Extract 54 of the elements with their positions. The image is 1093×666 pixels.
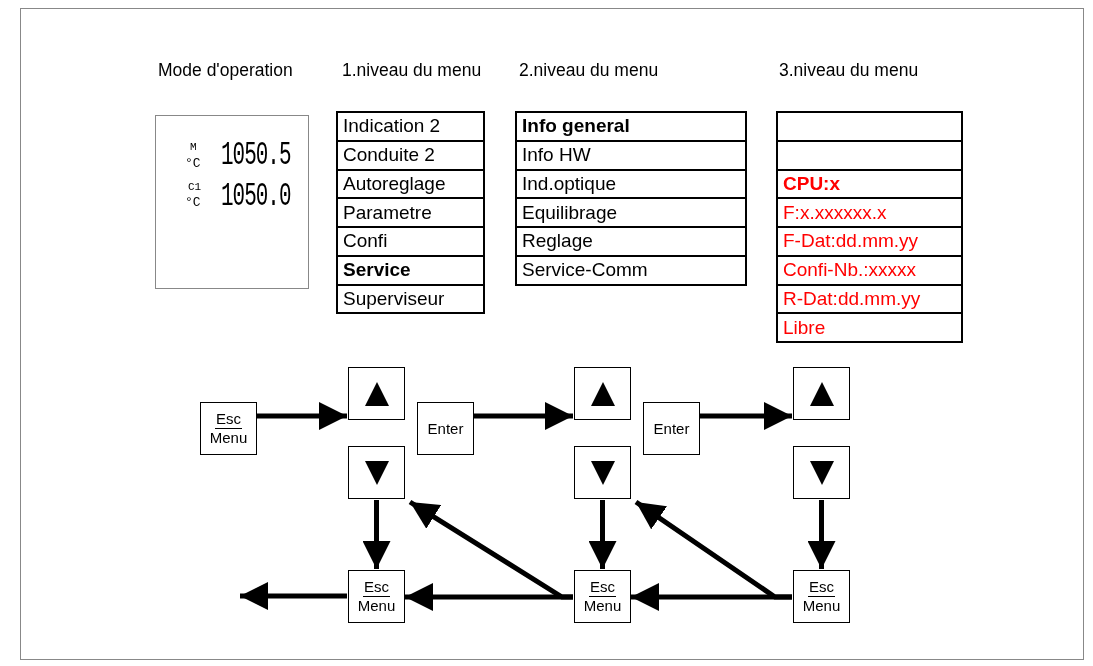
key-button xyxy=(348,570,405,623)
key-label: Esc xyxy=(589,578,616,597)
key-button xyxy=(200,402,257,455)
display-unit: C1 xyxy=(188,182,202,193)
display-unit: M xyxy=(190,142,197,153)
key-button xyxy=(417,402,474,455)
display-unit: °C xyxy=(185,196,201,209)
arrow xyxy=(240,582,347,610)
down-key xyxy=(348,446,405,499)
menu-item: F-Dat:dd.mm.yy xyxy=(776,226,963,257)
lcd-display xyxy=(155,115,309,289)
arrow xyxy=(362,500,391,569)
up-key xyxy=(793,367,850,420)
key-label: Esc xyxy=(808,578,835,597)
key-label: Menu xyxy=(582,597,623,615)
column-heading: 1.niveau du menu xyxy=(342,60,482,81)
menu-item: Confi xyxy=(336,226,485,257)
display-reading: 1050.5 xyxy=(221,139,291,174)
down-key xyxy=(574,446,631,499)
up-key xyxy=(574,367,631,420)
up-key xyxy=(348,367,405,420)
key-label: Esc xyxy=(363,578,390,597)
arrow xyxy=(588,500,617,569)
menu-cell xyxy=(776,111,963,142)
menu-item: Equilibrage xyxy=(515,197,747,228)
key-label: Enter xyxy=(652,419,691,438)
menu-item: Service-Comm xyxy=(515,254,747,286)
key-button xyxy=(793,570,850,623)
menu-item: Indication 2 xyxy=(336,111,485,142)
key-button xyxy=(643,402,700,455)
column-heading: Mode d'operation xyxy=(158,60,293,81)
arrow xyxy=(257,402,347,430)
key-label: Menu xyxy=(801,597,842,615)
down-key xyxy=(793,446,850,499)
key-label: Esc xyxy=(215,410,242,429)
arrow xyxy=(474,402,573,430)
menu-item: Superviseur xyxy=(336,283,485,315)
menu-item: Info general xyxy=(515,111,747,142)
arrow xyxy=(700,402,792,430)
key-label: Menu xyxy=(356,597,397,615)
arrow xyxy=(807,500,836,569)
arrow xyxy=(634,499,792,600)
menu-item: Parametre xyxy=(336,197,485,228)
key-label: Menu xyxy=(208,429,249,447)
column-heading: 3.niveau du menu xyxy=(779,60,919,81)
menu-item: Reglage xyxy=(515,226,747,257)
arrow xyxy=(408,499,573,600)
menu-item: F:x.xxxxxx.x xyxy=(776,197,963,228)
key-button xyxy=(574,570,631,623)
key-label: Enter xyxy=(426,419,465,438)
menu-item: Libre xyxy=(776,312,963,343)
display-unit: °C xyxy=(185,157,201,170)
column-heading: 2.niveau du menu xyxy=(519,60,659,81)
display-reading: 1050.0 xyxy=(221,180,291,215)
